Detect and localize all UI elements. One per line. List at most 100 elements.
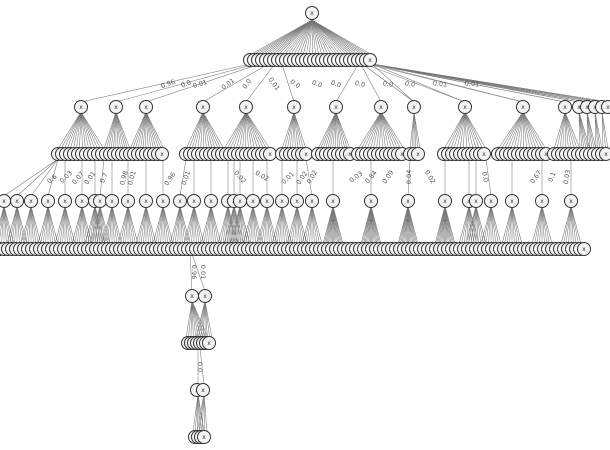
tree-edge (453, 111, 466, 150)
level4-node: x (173, 194, 187, 208)
level4-node: x (58, 194, 72, 208)
edge-label-level2: 0.7 (98, 172, 110, 185)
tree-edge (188, 111, 204, 150)
tree-edge (208, 205, 212, 245)
tree-edge (92, 205, 96, 245)
tree-edge (464, 111, 471, 150)
tree-edge (97, 205, 101, 245)
node-symbol: x (406, 198, 410, 205)
node-symbol: x (2, 198, 6, 205)
tree-edge (327, 111, 337, 150)
node-symbol: x (161, 198, 165, 205)
level4-node: x (305, 194, 319, 208)
tree-edge (47, 158, 59, 197)
node-symbol: x (79, 104, 83, 111)
level4-node: x (93, 194, 107, 208)
tree-edge (311, 19, 323, 56)
tree-edge (357, 111, 382, 150)
tree-edge (239, 111, 247, 150)
tree-edge (62, 205, 66, 245)
tree-edge (520, 111, 524, 150)
tree-edge (202, 300, 206, 339)
tree-edge (287, 111, 295, 150)
tree-edge (564, 111, 578, 150)
tree-edge (570, 205, 574, 245)
tree-edge (117, 205, 129, 245)
tree-edge (564, 111, 572, 150)
tree-edge (111, 205, 118, 245)
tree-edge (76, 205, 83, 245)
tree-edge (232, 205, 241, 245)
root-node: x (305, 6, 319, 20)
tree-edge (145, 111, 152, 150)
tree-edge (28, 205, 32, 245)
tree-edge (205, 205, 212, 245)
tree-edge (286, 205, 298, 245)
tree-edge (30, 205, 42, 245)
tree-edge (362, 63, 415, 103)
node-symbol: x (144, 198, 148, 205)
tree-edge (9, 205, 18, 245)
tree-edge (311, 19, 335, 56)
tree-edge (413, 111, 421, 150)
tree-edge (483, 205, 492, 245)
node-symbol: x (63, 198, 67, 205)
node-symbol: x (29, 198, 33, 205)
tree-edge (3, 205, 15, 245)
tree-edge (16, 205, 20, 245)
tree-edge (210, 205, 219, 245)
edge-label-level1: 0.01 (432, 79, 447, 88)
tree-edge (311, 19, 332, 56)
node-symbol: x (114, 104, 118, 111)
tree-edge (335, 111, 346, 150)
edge-label-level2: 0.84 (363, 169, 378, 185)
node-symbol: x (604, 151, 608, 158)
level4-node: x (290, 194, 304, 208)
tree-edge (191, 253, 206, 292)
tree-edge (125, 205, 129, 245)
tree-edge (309, 19, 313, 56)
tree-edge (266, 205, 270, 245)
tree-edge (311, 205, 320, 245)
tree-edge (409, 111, 415, 150)
tree-edge (289, 205, 298, 245)
node-symbol: x (295, 198, 299, 205)
edge-label-level2: 0.02 (423, 169, 437, 186)
node-symbol: x (280, 198, 284, 205)
tree-edge (564, 111, 566, 150)
level5-node: x (577, 242, 591, 256)
tree-edge (370, 205, 382, 245)
level4-node: x (121, 194, 135, 208)
tree-edge (259, 19, 313, 56)
tree-edge (16, 205, 23, 245)
tree-edge (601, 111, 609, 150)
edge-label-level2: 0.02 (305, 169, 319, 186)
tree-edge (239, 205, 246, 245)
level2-node: x (458, 100, 472, 114)
tree-edge (108, 111, 117, 150)
tree-edge (63, 111, 82, 150)
tree-edge (450, 111, 466, 150)
tree-edge (311, 19, 345, 56)
node-symbol: x (244, 104, 248, 111)
tree-edge (564, 111, 581, 150)
tree-edge (64, 205, 73, 245)
tree-edge (311, 19, 313, 56)
tree-edge (79, 111, 82, 150)
tree-edge (242, 111, 247, 150)
tree-edge (568, 205, 572, 245)
tree-edge (284, 19, 313, 56)
tree-edge (229, 111, 247, 150)
node-symbol: x (582, 246, 586, 253)
tree-edge (311, 19, 351, 56)
tree-edge (202, 111, 225, 150)
tree-edge (16, 158, 59, 197)
level4-node: x (139, 194, 153, 208)
tree-edge (193, 205, 197, 245)
tree-edge (468, 205, 477, 245)
tree-edge (14, 205, 18, 245)
tree-edge (66, 111, 82, 150)
level8-node: x (196, 383, 210, 397)
level4-node: x (260, 194, 274, 208)
